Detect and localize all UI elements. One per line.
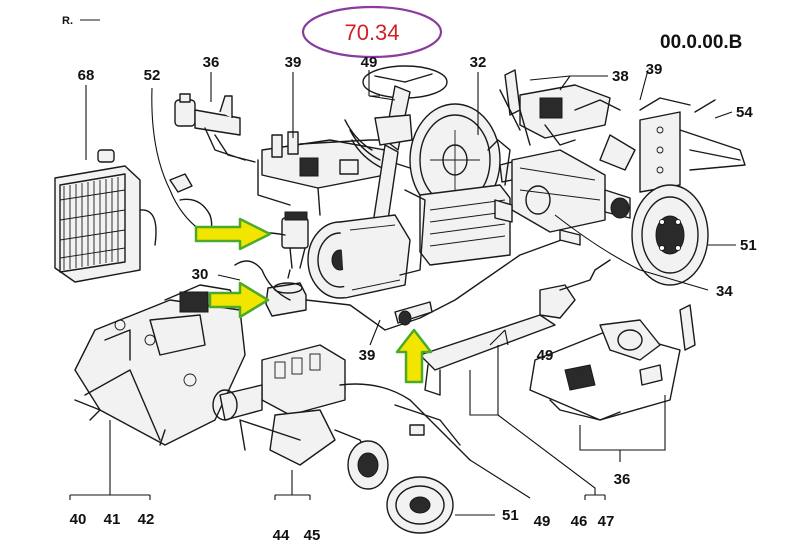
three-point-hitch-part — [599, 97, 746, 193]
highlight-arrow-filter-lower — [208, 281, 270, 319]
label-68: 68 — [78, 67, 95, 84]
page-number-badge: 70.34 — [344, 20, 399, 45]
drive-shaft-part — [419, 259, 611, 396]
water-separator-part — [281, 211, 309, 269]
steering-wheel-part — [344, 65, 448, 241]
label-41: 41 — [104, 511, 121, 528]
brake-master-cylinder-part — [174, 93, 256, 163]
label-45: 45 — [304, 527, 321, 544]
label-51-right: 51 — [740, 237, 757, 254]
label-49-bottom: 49 — [534, 513, 551, 530]
page-number-badge-outline — [301, 5, 443, 59]
fuel-filter-part — [265, 269, 307, 317]
label-51-bottom: 51 — [502, 507, 519, 524]
label-39-top: 39 — [285, 54, 302, 71]
label-34: 34 — [716, 283, 733, 300]
cable-clip-part — [169, 173, 193, 193]
hydraulic-lift-part — [499, 69, 621, 146]
label-32: 32 — [470, 54, 487, 71]
label-40: 40 — [70, 511, 87, 528]
label-54: 54 — [736, 104, 753, 121]
operator-platform-part — [529, 304, 696, 421]
label-49-top: 49 — [361, 54, 378, 71]
highlight-arrow-coupling — [395, 328, 433, 384]
label-30: 30 — [192, 266, 209, 283]
radiator-part — [54, 149, 157, 283]
front-wheel-part — [386, 476, 454, 534]
label-42: 42 — [138, 511, 155, 528]
document-code: 00.0.00.B — [660, 32, 742, 53]
rear-axle-housing-part — [494, 149, 631, 233]
relay-bracket-part — [257, 131, 411, 216]
label-47: 47 — [598, 513, 615, 530]
label-52: 52 — [144, 67, 161, 84]
front-axle-part — [212, 344, 389, 490]
front-axle-support-part — [74, 284, 246, 446]
clutch-housing-part — [307, 189, 426, 299]
label-36-top: 36 — [203, 54, 220, 71]
line-coupling-part — [394, 301, 433, 326]
label-38: 38 — [612, 68, 629, 85]
label-44: 44 — [273, 527, 290, 544]
corner-text: R. — [62, 15, 73, 27]
steering-link-part — [339, 383, 471, 461]
gearbox-part — [419, 139, 523, 266]
label-46: 46 — [571, 513, 588, 530]
label-39-center: 39 — [359, 347, 376, 364]
label-39-right: 39 — [646, 61, 663, 78]
label-36-bottom: 36 — [614, 471, 631, 488]
rear-wheel-part — [631, 184, 709, 286]
line-fitting-part — [559, 229, 581, 246]
highlight-arrow-filter-upper — [194, 217, 272, 251]
